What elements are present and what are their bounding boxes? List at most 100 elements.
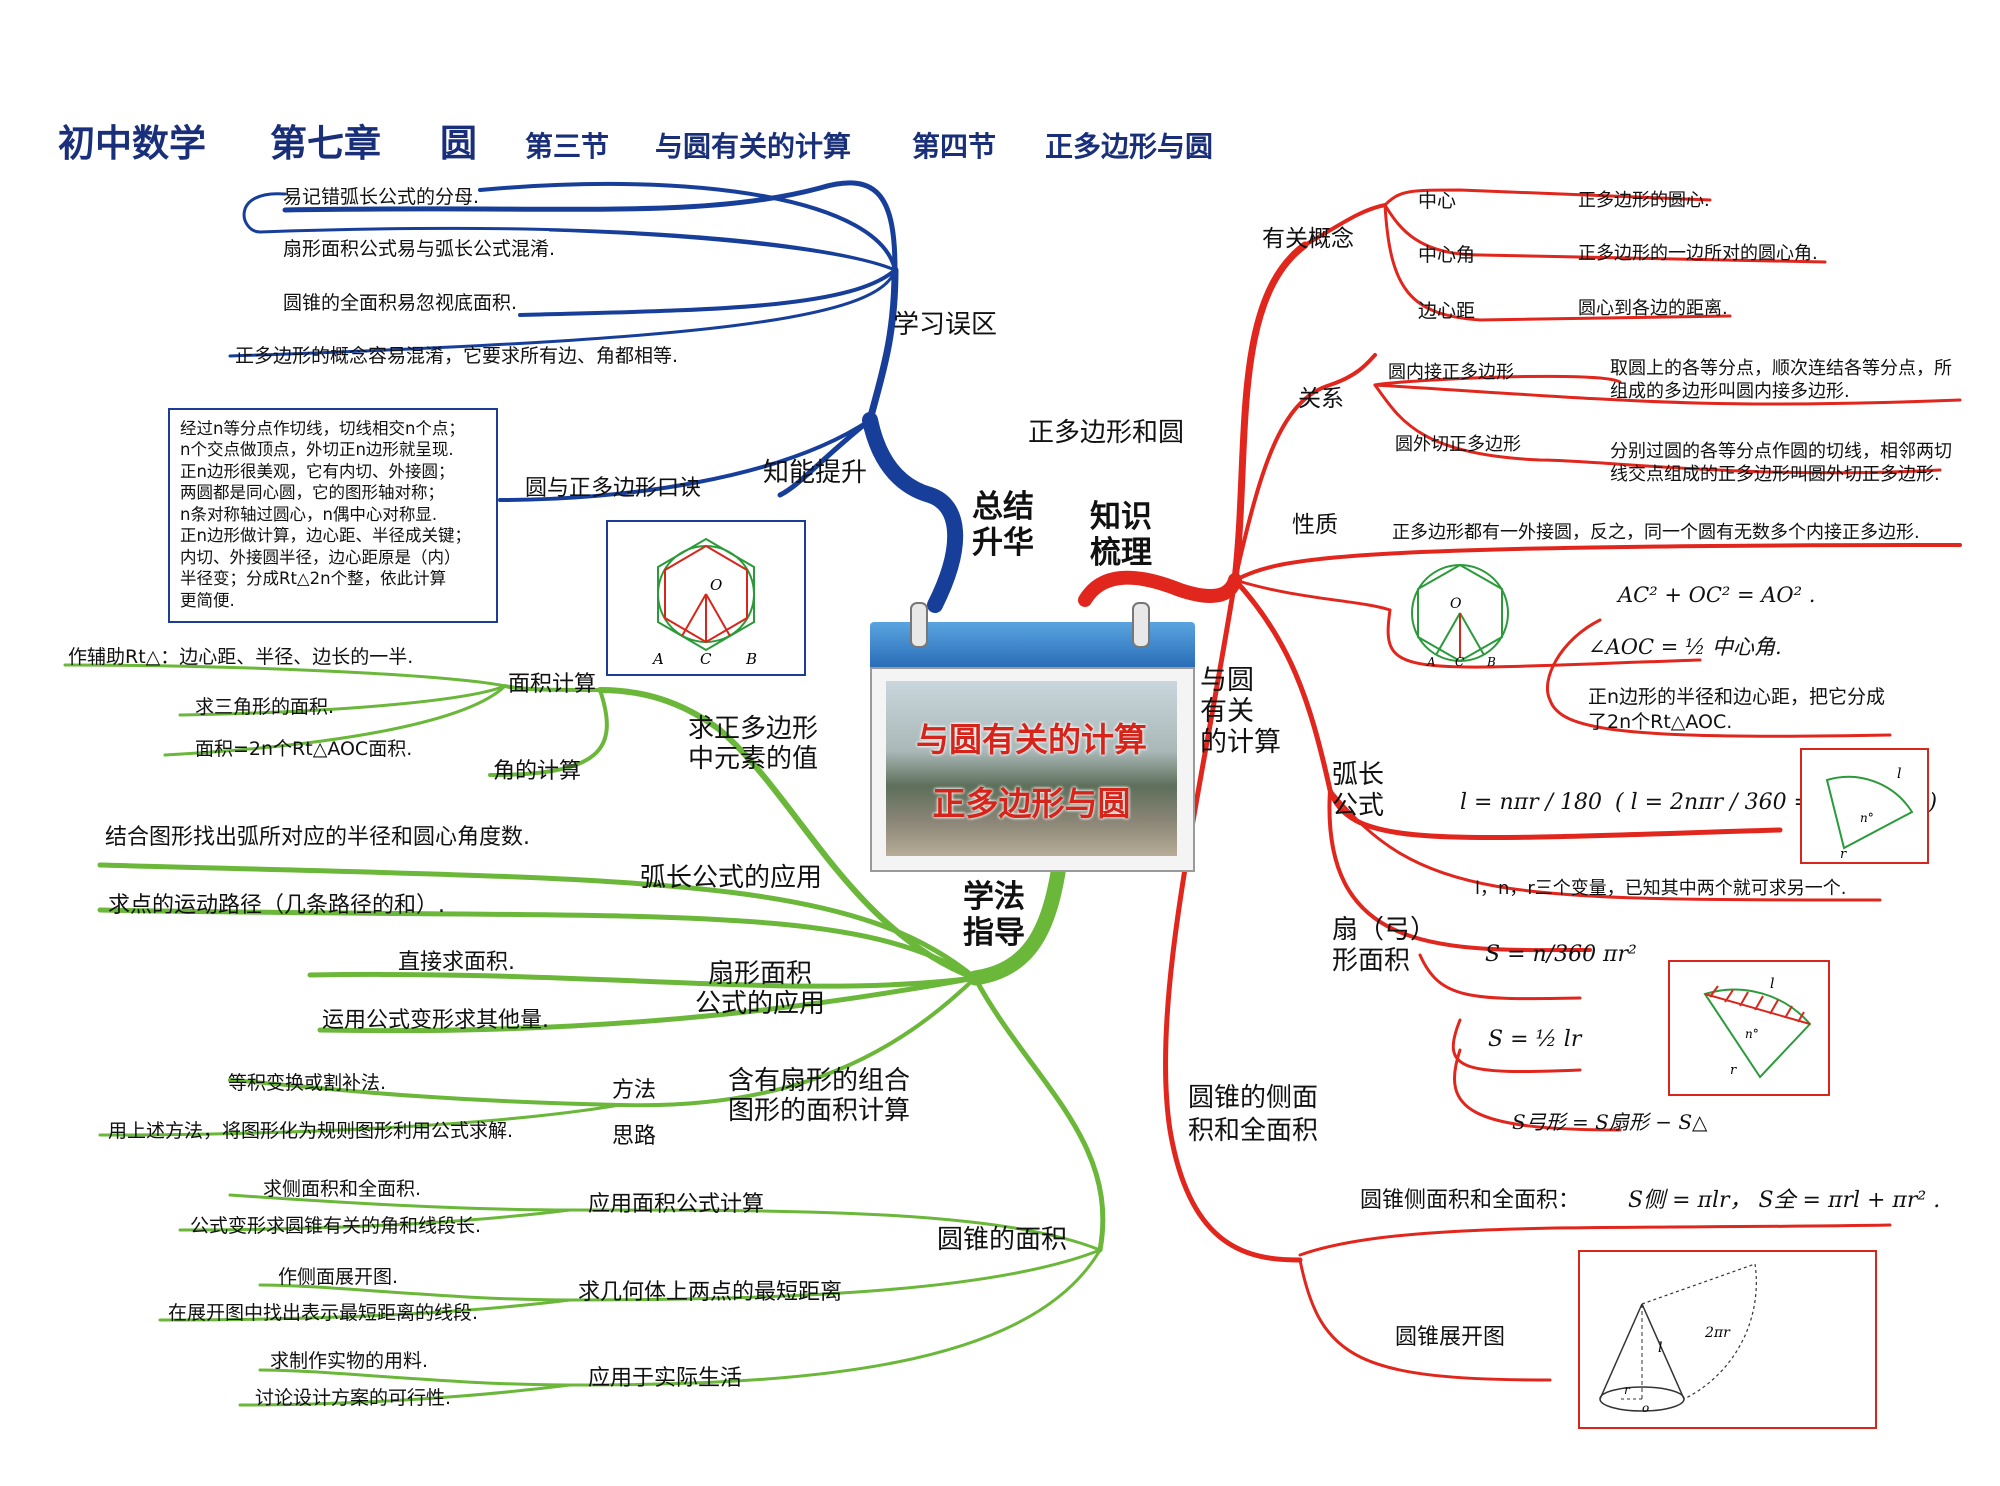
sector-fig-label-r: r [1730,1063,1737,1078]
red-relation: 关系 [1298,386,1344,412]
green-apply-formula: 应用面积公式计算 [588,1192,765,1217]
cone-net-figure: l 2πr r o [1599,1263,1757,1415]
cone-fig-label-r: r [1624,1383,1631,1397]
rhyme-line: 半径变；分成Rt△2n个整，依此计算 [180,569,447,589]
title-section3-name: 与圆有关的计算 [655,130,852,163]
red-sector-formula-1: S = n/360 πr² [1485,942,1637,967]
red-hex-label-a: A [1426,655,1436,668]
rhyme-box: 经过n等分点作切线，切线相交n个点； n个交点做顶点，外切正n边形就呈现. 正n… [168,408,498,623]
green-item-8: 等积变换或割补法. [228,1072,387,1094]
red-eq-1: AC² + OC² = AO² . [1618,583,1816,607]
center-photo: 与圆有关的计算 正多边形与圆 [886,681,1177,856]
hub-calc: 与圆 有关 的计算 [1200,665,1281,759]
green-shortest: 求几何体上两点的最短距离 [578,1280,843,1305]
arc-fig-label-r: r [1840,847,1847,862]
arc-sector-figure: l n° r [1825,766,1914,862]
red-sector-formula-3: S弓形 = S扇形 − S△ [1512,1110,1708,1134]
cone-fig-label-l: l [1658,1340,1662,1356]
red-arc-figure-box: l n° r [1800,748,1929,864]
green-item-15: 讨论设计方案的可行性. [255,1387,452,1409]
green-arc-app: 弧长公式的应用 [640,863,823,893]
hex-label-a: A [651,650,664,668]
green-item-10: 求侧面积和全面积. [263,1178,422,1200]
red-apothem: 边心距 [1418,300,1476,322]
blue-mistake-1: 易记错弧长公式的分母. [283,186,480,208]
red-sector: 扇（弓） 形面积 [1332,915,1437,977]
red-inscribed-def: 取圆上的各等分点，顺次连结各等分点，所 组成的多边形叫圆内接多边形. [1610,358,1952,403]
green-cone-area: 圆锥的面积 [937,1225,1068,1255]
green-item-11: 公式变形求圆锥有关的角和线段长. [190,1215,482,1237]
hex-label-o: O [710,576,722,594]
green-item-6: 直接求面积. [398,950,515,975]
green-item-14: 求制作实物的用料. [270,1350,429,1372]
hex-label-b: B [745,650,757,668]
cone-fig-label-o: o [1642,1401,1649,1415]
green-sector-app: 扇形面积 公式的应用 [695,959,826,1019]
center-label-1: 与圆有关的计算 [916,720,1147,759]
blue-improve: 知能提升 [763,458,868,488]
red-cone-net: 圆锥展开图 [1395,1325,1506,1350]
rhyme-line: 内切、外接圆半径，边心距原是（内） [180,547,461,567]
green-thinking: 思路 [612,1124,657,1149]
rhyme-line: n个交点做顶点，外切正n边形就呈现. [180,440,454,460]
red-hexagon-figure: O A C B [1411,563,1509,668]
red-inscribed: 圆内接正多边形 [1388,362,1514,383]
rhyme-line: 经过n等分点作切线，切线相交n个点； [180,419,465,438]
red-circumscribed-def: 分别过圆的各等分点作圆的切线，相邻两切 线交点组成的正多边形叫圆外切正多边形. [1610,441,1952,486]
hub-method: 学法 指导 [963,879,1025,951]
red-cone-formula: S侧 = πlr， S全 = πrl + πr² . [1628,1188,1941,1213]
calendar-ring-left [910,602,928,648]
blue-mistakes: 学习误区 [893,310,998,340]
blue-mistake-4: 正多边形的概念容易混淆，它要求所有边、角都相等. [235,345,679,367]
red-sector-formula-2: S = ½ lr [1488,1027,1582,1052]
red-circumscribed: 圆外切正多边形 [1395,434,1521,455]
rhyme-line: n条对称轴过圆心，n偶中心对称显. [180,504,438,524]
green-item-1: 作辅助Rt△：边心距、半径、边长的一半. [68,646,414,668]
green-area-calc: 面积计算 [508,672,597,697]
cone-fig-label-2pir: 2πr [1704,1325,1731,1341]
red-concepts: 有关概念 [1262,226,1354,252]
hub-knowledge: 知识 梳理 [1090,499,1152,571]
title-circle: 圆 [440,122,477,165]
rhyme-line: 两圆都是同心圆，它的图形轴对称； [180,483,444,503]
segment-sector-figure: l n° r [1703,976,1812,1079]
red-eq-3: 正n边形的半径和边心距，把它分成 了2n个Rt△AOC. [1588,686,1886,733]
green-item-13: 在展开图中找出表示最短距离的线段. [168,1302,479,1324]
red-property: 性质 [1292,512,1338,538]
green-angle-calc: 角的计算 [493,759,582,784]
red-cone: 圆锥的侧面 积和全面积 [1188,1083,1319,1146]
hexagon-figure: O A C B [651,537,757,668]
hex-label-c: C [700,650,712,668]
blue-mistake-3: 圆锥的全面积易忽视底面积. [283,292,518,314]
red-arc-note: l，n，r三个变量，已知其中两个就可求另一个. [1475,878,1847,899]
red-eq-2: ∠AOC = ½ 中心角. [1588,635,1782,659]
red-hex-label-c: C [1455,655,1464,668]
sector-fig-label-l: l [1770,976,1774,992]
hexagon-figure-box: O A C B [606,520,806,676]
red-cone-formula-label: 圆锥侧面积和全面积： [1360,1188,1581,1213]
red-center: 中心 [1418,190,1457,212]
red-hex-label-b: B [1486,655,1496,668]
green-item-3: 面积=2n个Rt△AOC面积. [195,738,413,760]
blue-rhyme: 圆与正多边形口诀 [525,476,702,501]
red-center-def: 正多边形的圆心. [1578,190,1710,211]
center-calendar: 与圆有关的计算 正多边形与圆 [870,602,1195,872]
red-arc-formula: l = nπr / 180 [1460,790,1602,815]
green-item-12: 作侧面展开图. [278,1266,399,1288]
green-item-2: 求三角形的面积. [195,696,335,718]
center-label-2: 正多边形与圆 [932,784,1131,823]
green-real-life: 应用于实际生活 [588,1366,743,1391]
red-cone-figure-box: l 2πr r o [1578,1250,1877,1429]
title-chapter: 第七章 [270,122,381,165]
rhyme-box-lines: 经过n等分点作切线，切线相交n个点； n个交点做顶点，外切正n边形就呈现. 正n… [180,418,486,611]
green-seek: 求正多边形 中元素的值 [688,714,819,774]
calendar-ring-right [1132,602,1150,648]
red-property-def: 正多边形都有一外接圆，反之，同一个圆有无数多个内接正多边形. [1392,522,1920,543]
red-hex-label-o: O [1450,596,1462,612]
red-center-angle-def: 正多边形的一边所对的圆心角. [1578,243,1818,264]
green-item-4: 结合图形找出弧所对应的半径和圆心角度数. [105,825,530,850]
blue-mistake-2: 扇形面积公式易与弧长公式混淆. [283,238,556,260]
green-item-9: 用上述方法，将图形化为规则图形利用公式求解. [108,1120,514,1142]
arc-fig-label-l: l [1897,766,1901,782]
